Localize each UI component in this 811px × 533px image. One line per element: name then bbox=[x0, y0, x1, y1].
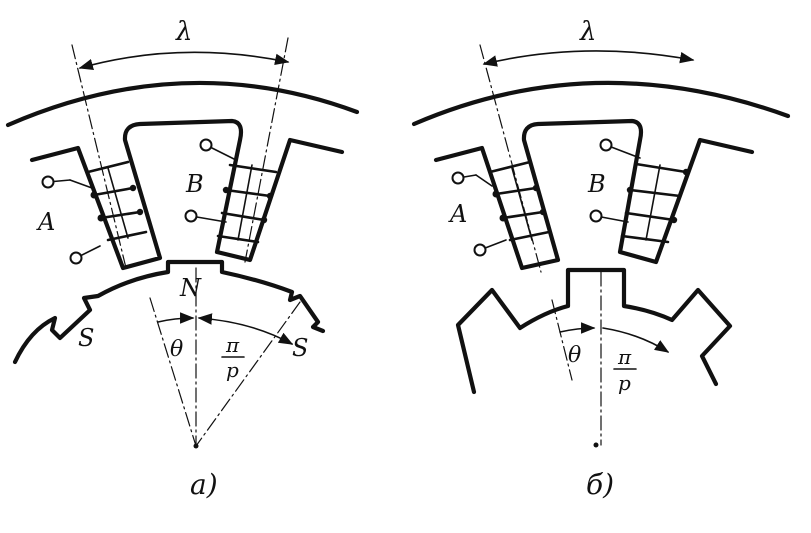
terminal-a1-left bbox=[41, 175, 55, 189]
p-label-right: p bbox=[618, 371, 631, 395]
caption-a: a) bbox=[190, 468, 218, 501]
theta-arc-right bbox=[559, 322, 596, 334]
stator-teeth-left bbox=[29, 118, 345, 271]
pi-over-p-arc-left bbox=[197, 313, 294, 345]
terminal-a1-right bbox=[451, 171, 465, 185]
coil-b-right bbox=[589, 138, 690, 244]
winding-a-label-left: A bbox=[36, 208, 55, 236]
winding-a-label-right: A bbox=[448, 200, 467, 228]
theta-label-left: θ bbox=[170, 337, 183, 362]
pole-s-label-left: S bbox=[78, 324, 94, 352]
pi-over-p-arc-right bbox=[602, 327, 670, 353]
pole-n-label: N bbox=[179, 274, 202, 302]
stator-arc-right bbox=[411, 80, 791, 127]
terminal-b2-left bbox=[184, 209, 198, 223]
stator-teeth-right bbox=[433, 118, 755, 271]
centerline-left-2 bbox=[244, 37, 289, 263]
terminal-b1-right bbox=[599, 138, 613, 152]
radius-left-3 bbox=[195, 301, 301, 447]
theta-label-right: θ bbox=[568, 343, 581, 368]
pi-label-right: π bbox=[617, 345, 632, 369]
rotor-center-left bbox=[193, 443, 199, 449]
coil-b-left bbox=[184, 138, 278, 244]
pole-s-label-right: S bbox=[292, 334, 308, 362]
lambda-label-right: λ bbox=[579, 17, 596, 47]
panel-b: λ bbox=[411, 17, 791, 501]
panel-a: λ bbox=[5, 17, 360, 501]
rotor-center-right bbox=[593, 442, 599, 448]
radius-left-1 bbox=[149, 297, 197, 447]
stator-arc-left bbox=[5, 80, 360, 128]
p-label-left: p bbox=[226, 358, 239, 382]
coil-a-right bbox=[451, 160, 551, 257]
terminal-a2-right bbox=[473, 243, 487, 257]
coil-a-left bbox=[41, 160, 148, 265]
winding-b-label-right: B bbox=[587, 170, 606, 198]
centerline-left-1 bbox=[71, 44, 127, 269]
terminal-b1-left bbox=[199, 138, 213, 152]
winding-b-label-left: B bbox=[185, 170, 204, 198]
radius-right-1 bbox=[551, 299, 573, 381]
rotor-left bbox=[12, 259, 326, 365]
rotor-right bbox=[455, 267, 733, 395]
caption-b: б) bbox=[586, 468, 614, 501]
lambda-label-left: λ bbox=[175, 17, 192, 47]
lambda-arrow-left bbox=[78, 51, 290, 71]
theta-arc-left bbox=[157, 312, 195, 324]
pi-label-left: π bbox=[225, 333, 240, 357]
lambda-arrow-right bbox=[482, 50, 695, 67]
terminal-a2-left bbox=[69, 251, 83, 265]
terminal-b2-right bbox=[589, 209, 603, 223]
